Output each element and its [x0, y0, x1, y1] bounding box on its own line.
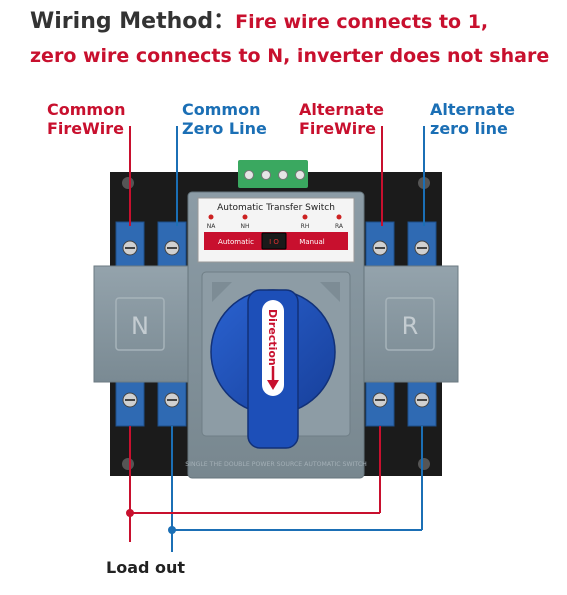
led-na-icon — [208, 214, 214, 220]
label-common-zero-line-line2: Zero Line — [182, 119, 267, 138]
control-panel — [197, 197, 355, 263]
left-cover-window — [115, 297, 165, 351]
wiring-method-label: Wiring Method： — [30, 9, 236, 34]
label-common-zero-line-line1: Common — [182, 100, 261, 119]
indicator-label-ra: RA — [335, 223, 344, 230]
recess-arrow-icon — [212, 282, 232, 302]
panel-title: Automatic Transfer Switch — [217, 203, 335, 213]
label-common-zero-line: Common Zero Line — [182, 100, 267, 138]
bottom-terminals-left — [115, 381, 187, 427]
top-terminals-left — [115, 221, 187, 267]
indicator-label-na: NA — [207, 223, 216, 230]
junction-fire-icon — [126, 509, 134, 517]
right-cover — [355, 265, 459, 383]
load-out-label: Load out — [106, 558, 186, 577]
mode-manual-label: Manual — [299, 238, 324, 246]
mode-toggle-glyph: I O — [269, 238, 279, 246]
indicator-leds: NA NH RH RA — [207, 214, 344, 230]
wiring-instruction-line2: zero wire connects to N, inverter does n… — [30, 45, 550, 67]
label-common-firewire-line2: FireWire — [47, 119, 125, 138]
side-label-r: R — [402, 312, 419, 340]
label-alternate-firewire-line2: FireWire — [299, 119, 377, 138]
label-alternate-zero-line: Alternate zero line — [430, 100, 515, 138]
label-alternate-firewire: Alternate FireWire — [299, 100, 384, 138]
wiring-method-heading: Wiring Method：Fire wire connects to 1, — [30, 8, 488, 36]
knob-direction-label: Direction — [266, 309, 279, 366]
mount-hole-icon — [122, 458, 134, 470]
green-connector — [238, 160, 308, 188]
junction-zero-icon — [168, 526, 176, 534]
mode-toggle-switch[interactable] — [261, 232, 287, 250]
mount-hole-icon — [418, 458, 430, 470]
rotary-knob[interactable]: Direction — [210, 289, 336, 449]
label-common-firewire-line1: Common — [47, 100, 126, 119]
recess-arrow-icon — [320, 282, 340, 302]
mount-hole-icon — [122, 177, 134, 189]
label-alternate-zero-line-line1: Alternate — [430, 100, 515, 119]
led-ra-icon — [336, 214, 342, 220]
indicator-label-nh: NH — [241, 223, 250, 230]
knob-arrow-icon — [267, 380, 279, 390]
mode-automatic-label: Automatic — [218, 238, 254, 246]
right-cover-window — [385, 297, 435, 351]
wiring-instruction-line1: Fire wire connects to 1, — [235, 11, 489, 33]
label-common-firewire: Common FireWire — [47, 100, 125, 138]
left-cover — [93, 265, 197, 383]
side-label-n: N — [131, 312, 149, 340]
label-alternate-zero-line-line2: zero line — [430, 119, 508, 138]
led-nh-icon — [242, 214, 248, 220]
indicator-label-rh: RH — [301, 223, 310, 230]
led-rh-icon — [302, 214, 308, 220]
label-alternate-firewire-line1: Alternate — [299, 100, 384, 119]
device-bottom-text: SINGLE THE DOUBLE POWER SOURCE AUTOMATIC… — [185, 461, 367, 468]
